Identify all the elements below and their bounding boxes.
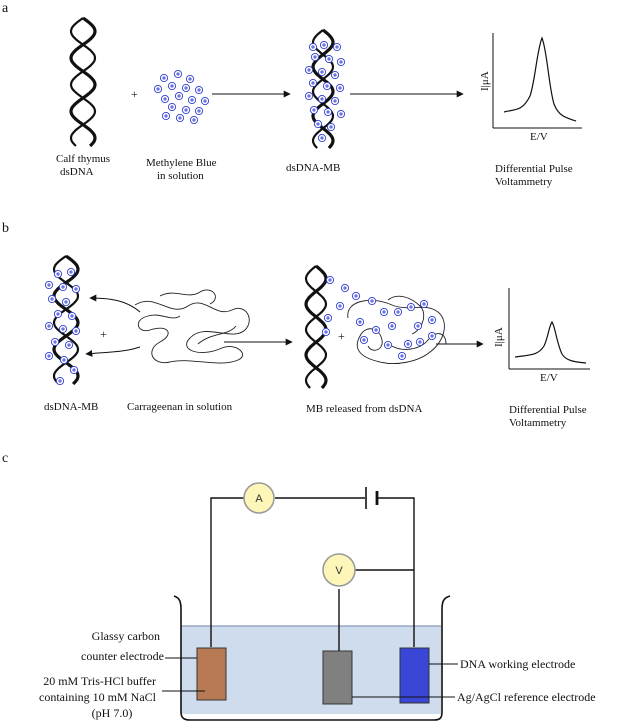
y-axis-label-a: I|μA [479,71,491,91]
reference-electrode-label: Ag/AgCl reference electrode [457,690,596,704]
panel-a-letter: a [2,1,9,16]
leader-lines [162,657,458,698]
carrageenan-polymer [134,289,250,364]
methylene-blue-label: Methylene Blue [146,157,217,169]
x-axis-label-a: E/V [530,131,548,143]
methylene-blue-ions [153,69,210,125]
dsdna-mb-label-a: dsDNA-MB [286,162,340,174]
voltmeter-icon [322,553,356,587]
beaker [173,595,451,721]
dna-helix-with-mb [311,28,335,150]
buffer-label-3: (pH 7.0) [92,706,133,720]
dpv-label-b-1: Differential Pulse [509,404,587,416]
reference-electrode [322,650,353,705]
dsdna-mb-label-b: dsDNA-MB [44,401,98,413]
panel-b-letter: b [2,221,9,236]
voltmeter-label: V [335,565,343,577]
battery-icon [365,487,379,509]
buffer-label-2: containing 10 mM NaCl [39,690,157,704]
plus-sign-b2: + [338,329,345,343]
working-electrode-label: DNA working electrode [460,657,575,671]
curved-arrow-down [85,346,141,357]
dpv-plot-b [508,288,590,370]
carrageenan-mb-complex [347,295,447,364]
plus-sign-a: + [131,87,138,101]
mb-released-label: MB released from dsDNA [306,403,422,415]
panel-c-letter: c [2,451,8,466]
x-axis-label-b: E/V [540,372,558,384]
dpv-label-a-1: Differential Pulse [495,163,573,175]
intercalated-mb-ions-b [44,267,81,386]
circuit-wires [210,497,415,651]
dpv-label-a-2: Voltammetry [495,176,553,188]
calf-thymus-label: Calf thymus [56,153,110,165]
ammeter-label: A [255,493,263,505]
in-solution-label: in solution [157,170,204,182]
curved-arrow-up [89,294,141,313]
counter-electrode [196,647,227,701]
counter-electrode-label-1: Glassy carbon [92,629,160,643]
working-electrode [399,647,430,704]
dsdna-label: dsDNA [60,166,94,178]
dna-helix-calf-thymus [69,16,97,148]
dpv-plot-a [492,33,582,129]
carrageenan-label: Carrageenan in solution [127,401,233,413]
y-axis-label-b: I|μA [493,327,505,347]
counter-electrode-label-2: counter electrode [81,649,164,663]
plus-sign-b1: + [100,327,107,341]
ammeter-icon [243,482,275,514]
dna-helix-after-release [304,264,328,390]
buffer-label-1: 20 mM Tris-HCl buffer [43,674,156,688]
dpv-label-b-2: Voltammetry [509,417,567,429]
